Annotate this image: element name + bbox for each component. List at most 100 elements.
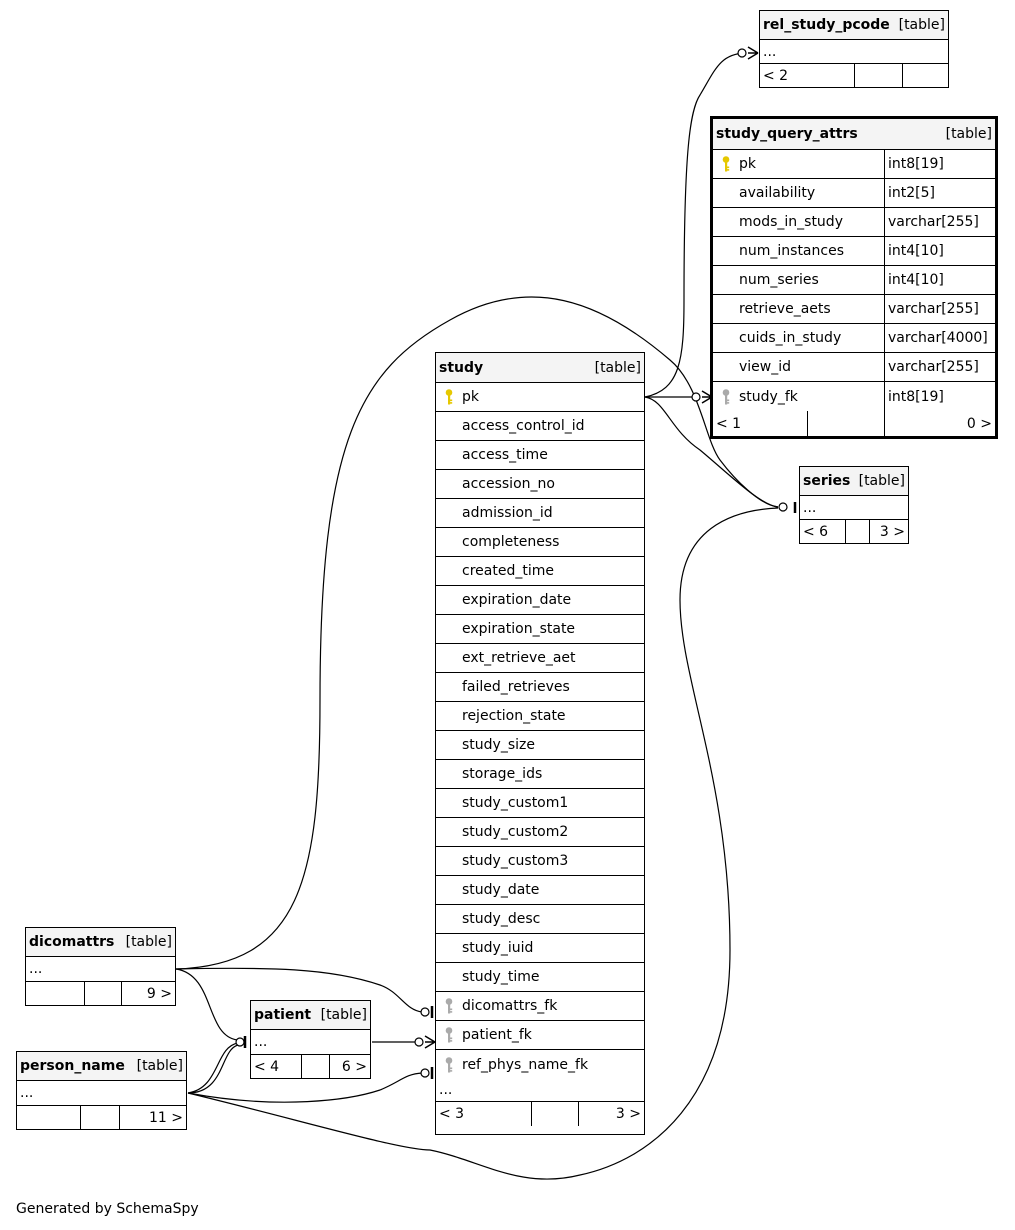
column-row[interactable]: num_series int4[10] (713, 266, 995, 295)
table-series[interactable]: series [table] ... < 6 3 > (799, 466, 909, 544)
column-name[interactable]: storage_ids (462, 766, 543, 782)
column-name[interactable]: patient_fk (462, 1027, 532, 1043)
table-name[interactable]: study_query_attrs (716, 126, 858, 142)
table-name[interactable]: dicomattrs (29, 934, 115, 950)
column-name[interactable]: study_date (462, 882, 540, 898)
parents-count[interactable]: < 3 (439, 1106, 465, 1122)
children-count[interactable]: 9 > (121, 982, 175, 1005)
column-name[interactable]: num_series (739, 272, 819, 288)
parents-count[interactable]: < 6 (803, 523, 829, 540)
column-row[interactable]: dicomattrs_fk (436, 992, 644, 1021)
table-dicomattrs[interactable]: dicomattrs [table] ... 9 > (25, 927, 176, 1006)
column-row[interactable]: accession_no (436, 470, 644, 499)
table-patient[interactable]: patient [table] ... < 4 6 > (250, 1000, 371, 1079)
zero-marker (737, 48, 747, 58)
parents-count[interactable]: < 2 (763, 67, 789, 84)
table-name[interactable]: series (803, 473, 851, 489)
column-row[interactable]: admission_id (436, 499, 644, 528)
column-row[interactable]: ext_retrieve_aet (436, 644, 644, 673)
table-type: [table] (125, 934, 172, 950)
column-name[interactable]: failed_retrieves (462, 679, 570, 695)
column-name[interactable]: retrieve_aets (739, 301, 831, 317)
children-count[interactable]: 11 > (119, 1106, 186, 1129)
column-row[interactable]: ref_phys_name_fk (436, 1050, 644, 1079)
column-name[interactable]: study_time (462, 969, 540, 985)
column-name[interactable]: num_instances (739, 243, 844, 259)
column-row[interactable]: pk (436, 383, 644, 412)
column-row[interactable]: study_iuid (436, 934, 644, 963)
table-name[interactable]: rel_study_pcode (763, 17, 890, 33)
column-name[interactable]: study_iuid (462, 940, 534, 956)
table-name[interactable]: patient (254, 1007, 312, 1023)
column-row[interactable]: study_time (436, 963, 644, 992)
column-name[interactable]: ref_phys_name_fk (462, 1056, 589, 1073)
column-name[interactable]: study_desc (462, 911, 541, 927)
column-name[interactable]: pk (462, 389, 479, 405)
column-name[interactable]: ext_retrieve_aet (462, 650, 576, 666)
table-name[interactable]: person_name (20, 1058, 125, 1074)
parents-count[interactable] (17, 1106, 80, 1129)
parents-count[interactable]: < 1 (716, 415, 742, 432)
column-type: int4[10] (884, 266, 995, 294)
column-row[interactable]: mods_in_study varchar[255] (713, 208, 995, 237)
column-name[interactable]: pk (739, 156, 756, 172)
column-name[interactable]: study_custom3 (462, 853, 569, 869)
column-type: varchar[255] (884, 208, 995, 236)
column-name[interactable]: study_size (462, 737, 535, 753)
column-name[interactable]: study_custom1 (462, 795, 569, 811)
column-name[interactable]: created_time (462, 563, 554, 579)
column-name[interactable]: expiration_date (462, 592, 572, 608)
column-row[interactable]: study_size (436, 731, 644, 760)
column-row[interactable]: expiration_state (436, 615, 644, 644)
children-count[interactable] (902, 64, 948, 87)
column-name[interactable]: expiration_state (462, 621, 576, 637)
parents-count[interactable]: < 4 (254, 1058, 280, 1075)
column-row[interactable]: access_time (436, 441, 644, 470)
column-name[interactable]: admission_id (462, 505, 553, 521)
column-row[interactable]: study_custom2 (436, 818, 644, 847)
column-row[interactable]: patient_fk (436, 1021, 644, 1050)
column-name[interactable]: access_time (462, 447, 548, 463)
children-count[interactable]: 6 > (329, 1055, 370, 1078)
column-name[interactable]: rejection_state (462, 708, 566, 724)
column-row[interactable]: completeness (436, 528, 644, 557)
zero-marker (778, 502, 788, 512)
column-row[interactable]: failed_retrieves (436, 673, 644, 702)
column-name[interactable]: mods_in_study (739, 214, 843, 230)
column-name[interactable]: dicomattrs_fk (462, 998, 558, 1014)
children-count[interactable]: 3 > (578, 1102, 644, 1126)
children-count[interactable]: 0 > (884, 411, 995, 436)
column-row[interactable]: study_date (436, 876, 644, 905)
column-row[interactable]: study_custom1 (436, 789, 644, 818)
table-person-name[interactable]: person_name [table] ... 11 > (16, 1051, 187, 1130)
parents-count[interactable] (26, 982, 84, 1005)
column-name[interactable]: access_control_id (462, 418, 585, 434)
column-name[interactable]: view_id (739, 359, 792, 375)
table-name[interactable]: study (439, 359, 484, 376)
column-row[interactable]: access_control_id (436, 412, 644, 441)
column-row[interactable]: rejection_state (436, 702, 644, 731)
column-row[interactable]: storage_ids (436, 760, 644, 789)
column-name[interactable]: study_custom2 (462, 824, 569, 840)
column-row[interactable]: expiration_date (436, 586, 644, 615)
column-name[interactable]: cuids_in_study (739, 330, 842, 346)
column-name[interactable]: accession_no (462, 476, 555, 492)
column-name[interactable]: completeness (462, 534, 560, 550)
column-name[interactable]: availability (739, 185, 816, 201)
column-name[interactable]: study_fk (739, 388, 798, 405)
column-row[interactable]: created_time (436, 557, 644, 586)
children-count[interactable]: 3 > (869, 520, 908, 543)
table-rel-study-pcode[interactable]: rel_study_pcode [table] ... < 2 (759, 10, 949, 88)
column-row[interactable]: study_desc (436, 905, 644, 934)
table-type: [table] (898, 17, 945, 33)
column-row[interactable]: study_custom3 (436, 847, 644, 876)
